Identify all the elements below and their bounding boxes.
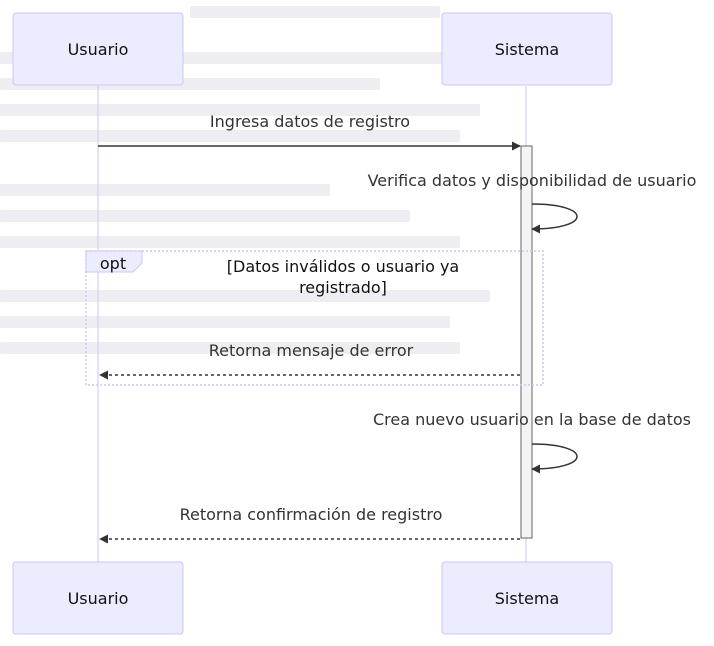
actor-box [441, 561, 613, 635]
message-crea-usuario: Crea nuevo usuario en la base de datos [373, 410, 691, 474]
message-label: Verifica datos y disponibilidad de usuar… [368, 171, 697, 190]
opt-condition-line2: registrado] [299, 278, 387, 297]
actor-label: Usuario [68, 589, 129, 608]
actor-box [12, 561, 184, 635]
opt-keyword: opt [100, 254, 126, 273]
opt-frame [85, 250, 544, 386]
message-label: Retorna confirmación de registro [180, 505, 443, 524]
self-message-arrow [531, 443, 578, 474]
actor-usuario-top[interactable]: Usuario [12, 12, 184, 86]
self-message-arrow [531, 203, 578, 234]
actor-sistema-top[interactable]: Sistema [441, 12, 613, 86]
actor-box [12, 12, 184, 86]
opt-tab [85, 250, 143, 273]
message-retorna-confirmacion: Retorna confirmación de registro [99, 505, 520, 544]
message-label: Retorna mensaje de error [209, 341, 414, 360]
message-verifica-datos: Verifica datos y disponibilidad de usuar… [368, 171, 697, 234]
message-label: Ingresa datos de registro [210, 112, 410, 131]
message-retorna-error: Retorna mensaje de error [99, 341, 520, 380]
actor-sistema-bottom[interactable]: Sistema [441, 561, 613, 635]
activation-bar-sistema [520, 145, 533, 539]
actor-label: Usuario [68, 40, 129, 59]
actor-usuario-bottom[interactable]: Usuario [12, 561, 184, 635]
opt-condition-line1: [Datos inválidos o usuario ya [227, 257, 459, 276]
message-label: Crea nuevo usuario en la base de datos [373, 410, 691, 429]
actor-box [441, 12, 613, 86]
message-ingresa-datos: Ingresa datos de registro [98, 112, 521, 151]
opt-fragment: opt [Datos inválidos o usuario ya regist… [85, 250, 544, 386]
actor-label: Sistema [495, 589, 559, 608]
actor-label: Sistema [495, 40, 559, 59]
